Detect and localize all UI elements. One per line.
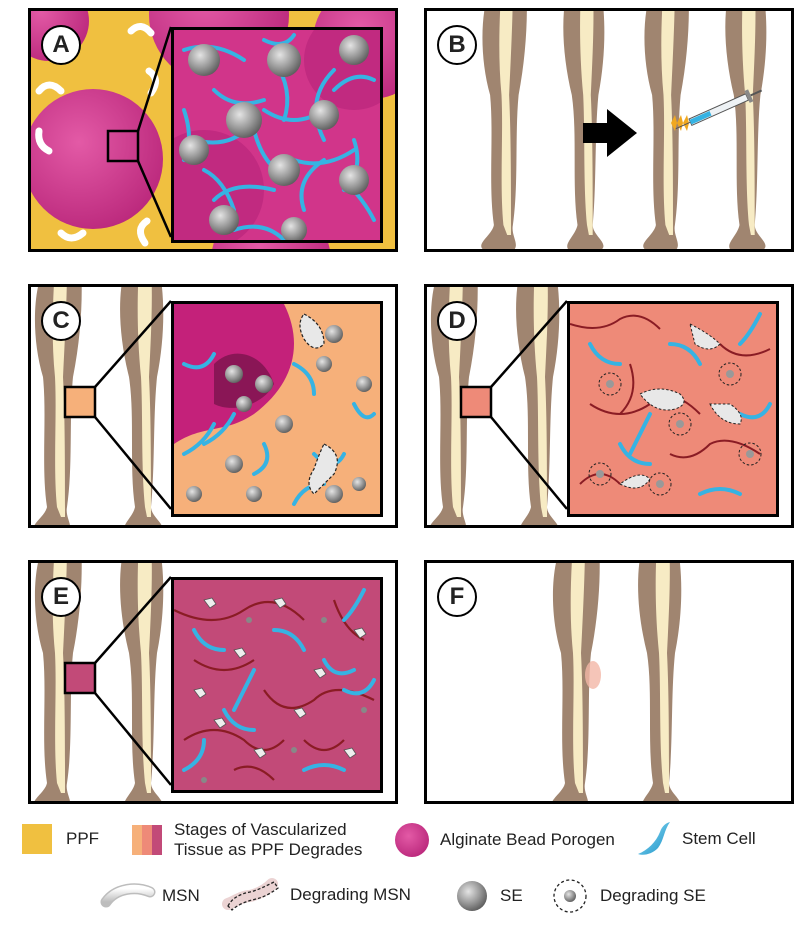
panel-b: B <box>424 8 794 252</box>
panel-f: F <box>424 560 794 804</box>
legend-item-degrading-msn: Degrading MSN <box>222 876 411 914</box>
panel-e-label: E <box>41 577 81 617</box>
panel-b-label: B <box>437 25 477 65</box>
panel-a: A <box>28 8 398 252</box>
panel-e-zoom-illustration <box>174 588 376 783</box>
panel-f-label: F <box>437 577 477 617</box>
legend-label-stages-line2: Tissue as PPF Degrades <box>174 840 363 859</box>
legend-item-degrading-se: Degrading SE <box>550 876 706 916</box>
msn-icon <box>100 883 156 908</box>
legend-label-se: SE <box>500 886 523 905</box>
legend: PPF Stages of Vascularized Tissue as PPF… <box>0 812 800 929</box>
degrading-se-icon <box>553 879 587 913</box>
panel-b-illustration <box>481 11 767 249</box>
arrow-icon <box>583 109 637 157</box>
panel-e-illustration <box>33 563 172 801</box>
panel-a-zoom-illustration <box>174 30 380 240</box>
legend-item-alginate: Alginate Bead Porogen <box>394 822 615 858</box>
legend-label-degrading-msn: Degrading MSN <box>290 885 411 904</box>
panel-d: D <box>424 284 794 528</box>
legend-item-msn: MSN <box>100 878 200 914</box>
panel-c-illustration <box>33 287 172 525</box>
panel-c-label: C <box>41 301 81 341</box>
panel-c-zoom <box>171 301 383 517</box>
legend-item-se: SE <box>454 878 523 914</box>
stages-swatch <box>132 825 162 855</box>
panel-a-label: A <box>41 25 81 65</box>
legend-label-stages: Stages of Vascularized Tissue as PPF Deg… <box>174 820 362 860</box>
legend-label-degrading-se: Degrading SE <box>600 886 706 905</box>
panel-e: E <box>28 560 398 804</box>
panel-d-zoom <box>567 301 779 517</box>
panel-e-zoom <box>171 577 383 793</box>
legend-item-stem-cell: Stem Cell <box>634 820 756 858</box>
panel-c: C <box>28 284 398 528</box>
alginate-bead-icon <box>395 823 429 857</box>
legend-item-stages: Stages of Vascularized Tissue as PPF Deg… <box>132 820 362 860</box>
legend-label-msn: MSN <box>162 886 200 905</box>
panel-a-zoom <box>171 27 383 243</box>
degrading-msn-icon <box>222 878 279 911</box>
legend-label-stem-cell: Stem Cell <box>682 829 756 848</box>
legend-item-ppf: PPF <box>22 824 99 854</box>
panel-f-illustration <box>551 563 682 801</box>
ppf-swatch <box>22 824 52 854</box>
legend-label-ppf: PPF <box>66 829 100 848</box>
panel-d-illustration <box>429 287 568 525</box>
syringe-icon <box>675 89 763 130</box>
panel-c-zoom-illustration <box>174 304 376 506</box>
se-icon <box>457 881 487 911</box>
panel-d-zoom-illustration <box>570 312 772 496</box>
legend-label-alginate: Alginate Bead Porogen <box>440 830 615 849</box>
legend-label-stages-line1: Stages of Vascularized <box>174 820 347 839</box>
stem-cell-icon <box>638 822 670 855</box>
panel-d-label: D <box>437 301 477 341</box>
